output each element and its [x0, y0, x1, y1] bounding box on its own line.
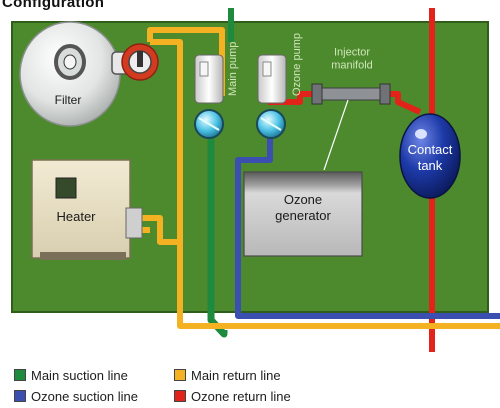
legend-item-main-suction: Main suction line [14, 366, 128, 384]
ozone-generator [243, 171, 363, 257]
legend-item-ozone-suction: Ozone suction line [14, 387, 138, 405]
diagram-title: Configuration [2, 0, 105, 11]
heater-label: Heater [56, 209, 96, 224]
heater-unit [31, 159, 143, 260]
ozone-suction-line [235, 138, 500, 319]
ozone-pump-label: Ozone pump [291, 33, 303, 96]
legend-label-ozone-return: Ozone return line [191, 388, 291, 404]
main-pump-label: Main pump [227, 42, 239, 96]
legend-swatch-main-return [174, 369, 186, 381]
main-pump [194, 54, 224, 139]
contact-tank [399, 113, 461, 199]
filter-label: Filter [55, 93, 82, 107]
legend-item-ozone-return: Ozone return line [174, 387, 291, 405]
legend-label-main-suction: Main suction line [31, 367, 128, 383]
legend-swatch-ozone-return [174, 390, 186, 402]
ozone-pump [256, 54, 287, 139]
legend: Main suction line Main return line Ozone… [14, 366, 344, 408]
legend-item-main-return: Main return line [174, 366, 281, 384]
legend-swatch-main-suction [14, 369, 26, 381]
legend-label-ozone-suction: Ozone suction line [31, 388, 138, 404]
injector-manifold [311, 83, 391, 171]
legend-label-main-return: Main return line [191, 367, 281, 383]
filter-unit [19, 21, 159, 127]
legend-swatch-ozone-suction [14, 390, 26, 402]
